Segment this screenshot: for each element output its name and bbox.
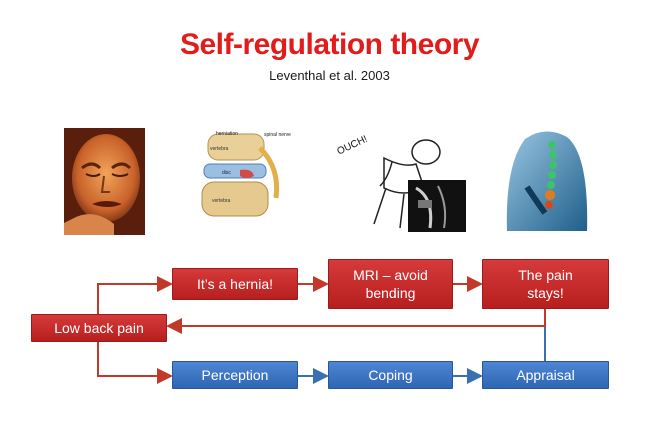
pained-face-image (64, 128, 145, 235)
low-back-pain-box: Low back pain (31, 314, 167, 342)
pain-stays-box: The pain stays! (482, 259, 609, 309)
slide-title: Self-regulation theory (179, 28, 480, 61)
arrow-feedback-to-start (166, 309, 546, 334)
herniation-label: herniation (216, 131, 238, 137)
slide-subtitle: Leventhal et al. 2003 (269, 68, 390, 83)
hernia-box: It’s a hernia! (172, 268, 298, 300)
back-spine-pain-image (497, 125, 594, 231)
perception-box: Perception (172, 361, 298, 389)
vertebra-top-label: vertebra (210, 146, 229, 152)
cartoon-ouch-mri-image: OUCH! (334, 128, 468, 235)
appraisal-box: Appraisal (482, 361, 609, 389)
spinal-nerve-label: spinal nerve (264, 132, 291, 138)
arrow-start-to-perception (97, 340, 173, 384)
spine-herniation-image: herniation spinal nerve vertebra disc ve… (180, 128, 292, 234)
disc-label: disc (222, 170, 231, 176)
coping-box: Coping (328, 361, 453, 389)
vertebra-bottom-label: vertebra (212, 198, 231, 204)
arrow-start-to-hernia (97, 276, 173, 314)
mri-avoid-bending-box: MRI – avoid bending (328, 259, 453, 309)
